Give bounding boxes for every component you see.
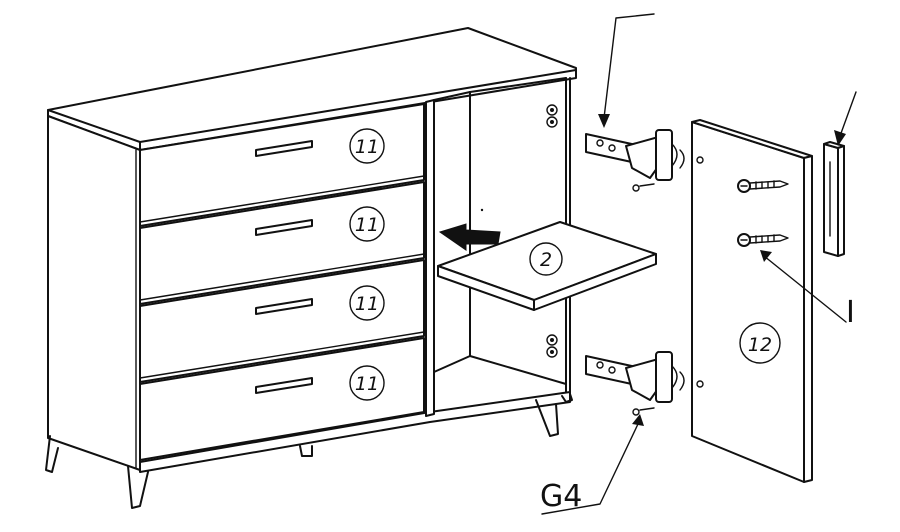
door-panel: 12	[691, 119, 813, 483]
callout-drawer-4: 11	[349, 365, 385, 401]
leader-line-screw	[760, 250, 847, 323]
svg-text:11: 11	[355, 136, 379, 158]
cam-fitting-bottom	[546, 334, 558, 358]
leader-line-top	[598, 13, 655, 128]
cabinet: 11 11 11 11	[45, 27, 577, 509]
shelf-panel: 2	[437, 221, 657, 311]
drawer-front-2	[139, 181, 425, 305]
hinge-icon	[585, 129, 685, 416]
screw-icon	[737, 179, 789, 247]
door-handle	[823, 141, 845, 257]
cam-fitting-top	[546, 104, 558, 128]
leader-line-handle	[834, 91, 857, 146]
callout-drawer-3: 11	[349, 285, 385, 321]
svg-text:11: 11	[355, 214, 379, 236]
drawer-front-1	[139, 103, 425, 227]
drawer-front-4	[139, 337, 425, 461]
callout-drawer-2: 11	[349, 206, 385, 242]
label-hinge-screw: G4	[540, 479, 582, 514]
handle-icon	[255, 140, 313, 394]
cabinet-left-side	[47, 115, 141, 471]
cabinet-legs	[45, 393, 573, 509]
svg-text:11: 11	[355, 373, 379, 395]
svg-text:2: 2	[540, 249, 552, 271]
drawer-front-3	[139, 259, 425, 383]
svg-text:11: 11	[355, 293, 379, 315]
label-screw-edge: I	[846, 295, 855, 330]
leader-line-g4	[541, 414, 644, 515]
insert-arrow-icon	[438, 223, 501, 251]
callout-drawer-1: 11	[349, 128, 385, 164]
svg-text:12: 12	[748, 334, 772, 356]
cabinet-divider	[425, 99, 435, 417]
